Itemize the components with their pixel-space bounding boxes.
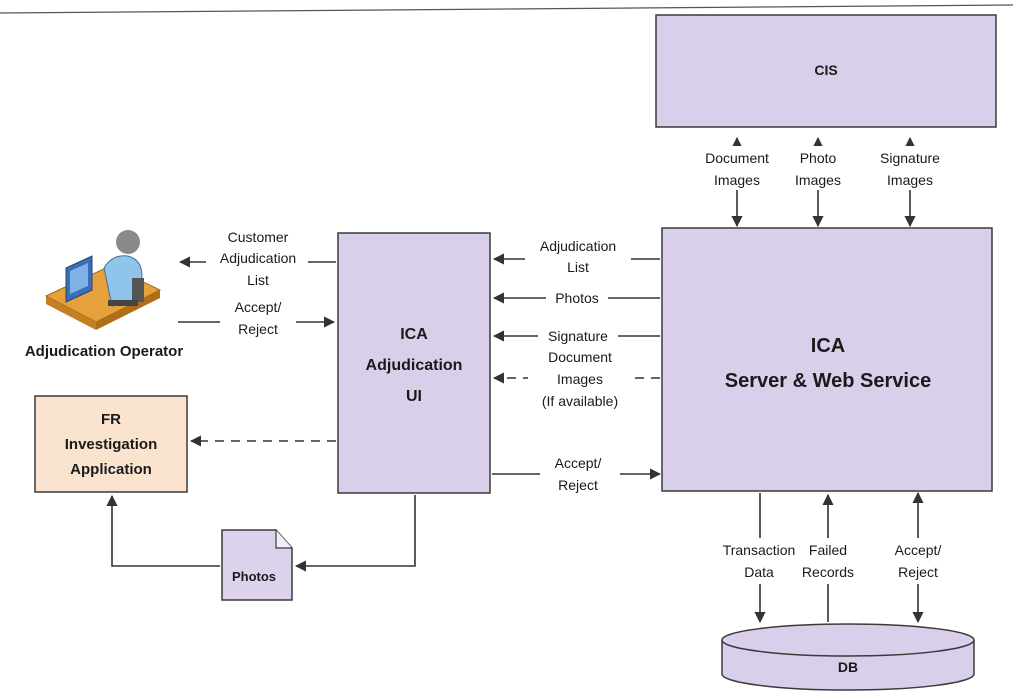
- db-cylinder: [721, 623, 975, 691]
- label-accept-reject-operator-2: Reject: [238, 321, 278, 337]
- label-accept-reject-ui-2: Reject: [558, 477, 598, 493]
- label-adjudication-list-1: Adjudication: [540, 238, 616, 254]
- ica-server-subtitle: Server & Web Service: [725, 370, 931, 392]
- fr-line-3: Application: [70, 461, 152, 478]
- label-signature-images-1: Signature: [880, 150, 940, 166]
- label-document-if-available-3: (If available): [542, 393, 618, 409]
- arrow-ui-to-photos: [294, 495, 416, 572]
- label-transaction-data-2: Data: [744, 564, 774, 580]
- operator-icon: [44, 230, 162, 330]
- ica-server-title: ICA: [811, 335, 845, 357]
- label-document-if-available-1: Document: [548, 349, 612, 365]
- ica-ui-line-2: Adjudication: [366, 357, 463, 374]
- ica-ui-line-3: UI: [406, 388, 422, 405]
- label-accept-reject-db-1: Accept/: [895, 542, 942, 558]
- label-transaction-data-1: Transaction: [723, 542, 796, 558]
- operator-label: Adjudication Operator: [25, 343, 184, 360]
- ica-adjudication-ui-box: ICA Adjudication UI: [337, 232, 491, 494]
- label-signature-images-2: Images: [887, 172, 933, 188]
- label-customer-list-3: List: [247, 272, 269, 288]
- label-customer-list-2: Adjudication: [220, 250, 296, 266]
- fr-line-2: Investigation: [65, 436, 158, 453]
- arrow-photos-to-fr: [106, 494, 220, 567]
- label-accept-reject-operator-1: Accept/: [235, 299, 282, 315]
- label-photos: Photos: [555, 290, 599, 306]
- label-document-if-available-2: Images: [557, 371, 603, 387]
- ica-ui-line-1: ICA: [400, 326, 428, 343]
- fr-line-1: FR: [101, 411, 121, 428]
- label-accept-reject-db-2: Reject: [898, 564, 938, 580]
- db-label: DB: [838, 659, 858, 675]
- label-accept-reject-ui-1: Accept/: [555, 455, 602, 471]
- top-border: [0, 4, 1013, 14]
- ica-server-box: ICA Server & Web Service: [661, 227, 993, 492]
- label-adjudication-list-2: List: [567, 259, 589, 275]
- label-failed-records-1: Failed: [809, 542, 847, 558]
- label-document-images-1: Document: [705, 150, 769, 166]
- label-document-images-2: Images: [714, 172, 760, 188]
- label-signature: Signature: [548, 328, 608, 344]
- label-customer-list-1: Customer: [228, 229, 289, 245]
- cis-box: CIS: [655, 14, 997, 128]
- label-failed-records-2: Records: [802, 564, 854, 580]
- photos-document-label: Photos: [232, 569, 276, 584]
- label-photo-images-1: Photo: [800, 150, 837, 166]
- photos-document-icon: [221, 529, 293, 601]
- label-photo-images-2: Images: [795, 172, 841, 188]
- cis-label: CIS: [814, 62, 837, 78]
- fr-investigation-box: FR Investigation Application: [34, 395, 188, 493]
